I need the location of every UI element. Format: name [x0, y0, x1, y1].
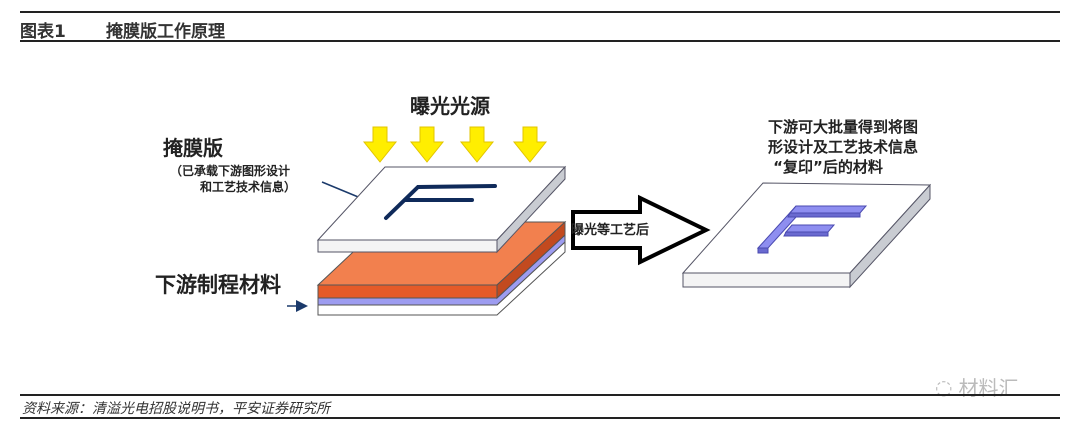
result-text-line1: 下游可大批量得到将图 — [768, 118, 918, 136]
mask-label: 掩膜版 — [163, 136, 223, 160]
light-arrows — [362, 126, 548, 163]
light-arrow-icon — [459, 126, 495, 163]
result-pattern-f — [756, 205, 868, 254]
source-bottom-rule — [20, 417, 1060, 419]
wechat-icon: ◌ — [935, 374, 953, 399]
figure-number: 图表1 — [20, 22, 66, 42]
figure-title: 掩膜版工作原理 — [106, 22, 225, 42]
top-rule — [20, 11, 1060, 13]
light-arrow-icon — [409, 126, 445, 163]
source-top-rule — [20, 394, 1060, 396]
material-label: 下游制程材料 — [155, 273, 281, 297]
process-arrow-label: 曝光等工艺后 — [571, 222, 649, 238]
result-text-line2: 形设计及工艺技术信息 — [768, 138, 918, 156]
mask-note-line1: （已承载下游图形设计 — [170, 163, 290, 178]
title-rule — [20, 40, 1060, 42]
source-note: 资料来源：清溢光电招股说明书，平安证券研究所 — [22, 401, 330, 417]
light-arrow-icon — [362, 126, 398, 163]
watermark-text: 材料汇 — [958, 376, 1019, 400]
watermark: ◌ 材料汇 — [935, 372, 1018, 401]
process-arrow-icon — [571, 194, 711, 266]
result-text-line3: “复印”后的材料 — [773, 158, 883, 176]
mask-note-line2: 和工艺技术信息） — [199, 179, 296, 194]
mask-pattern-f — [384, 184, 497, 220]
light-source-label: 曝光光源 — [410, 94, 490, 118]
mask-plate — [316, 165, 567, 254]
light-arrow-icon — [512, 126, 548, 163]
